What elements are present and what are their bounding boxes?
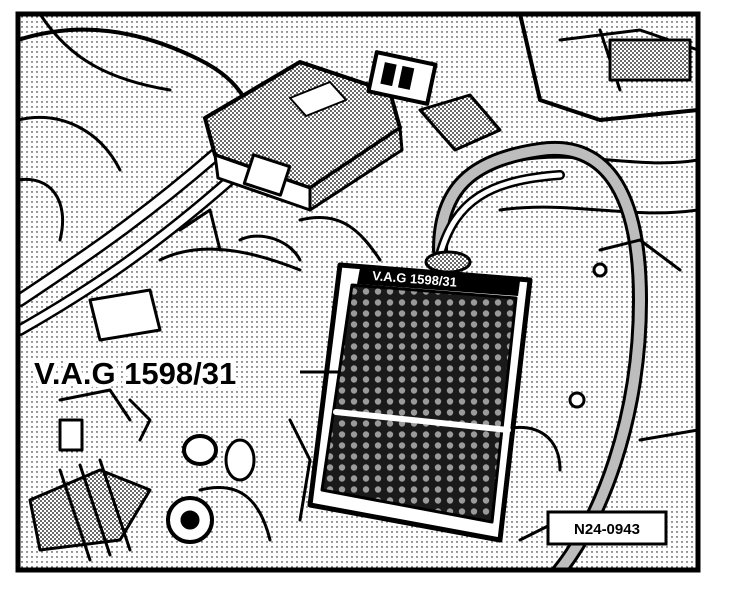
figure-id: N24-0943 (574, 521, 640, 538)
box-brand-text: V.A.G 1598/31 (372, 268, 458, 290)
test-box (307, 250, 533, 543)
figure-id-box: N24-0943 (546, 510, 668, 546)
connector-block (203, 60, 404, 212)
plug-connector (366, 50, 502, 152)
callout-label: V.A.G 1598/31 (34, 356, 236, 391)
figure-frame (15, 11, 701, 573)
callout-label-halo: V.A.G 1598/31 (34, 356, 236, 391)
